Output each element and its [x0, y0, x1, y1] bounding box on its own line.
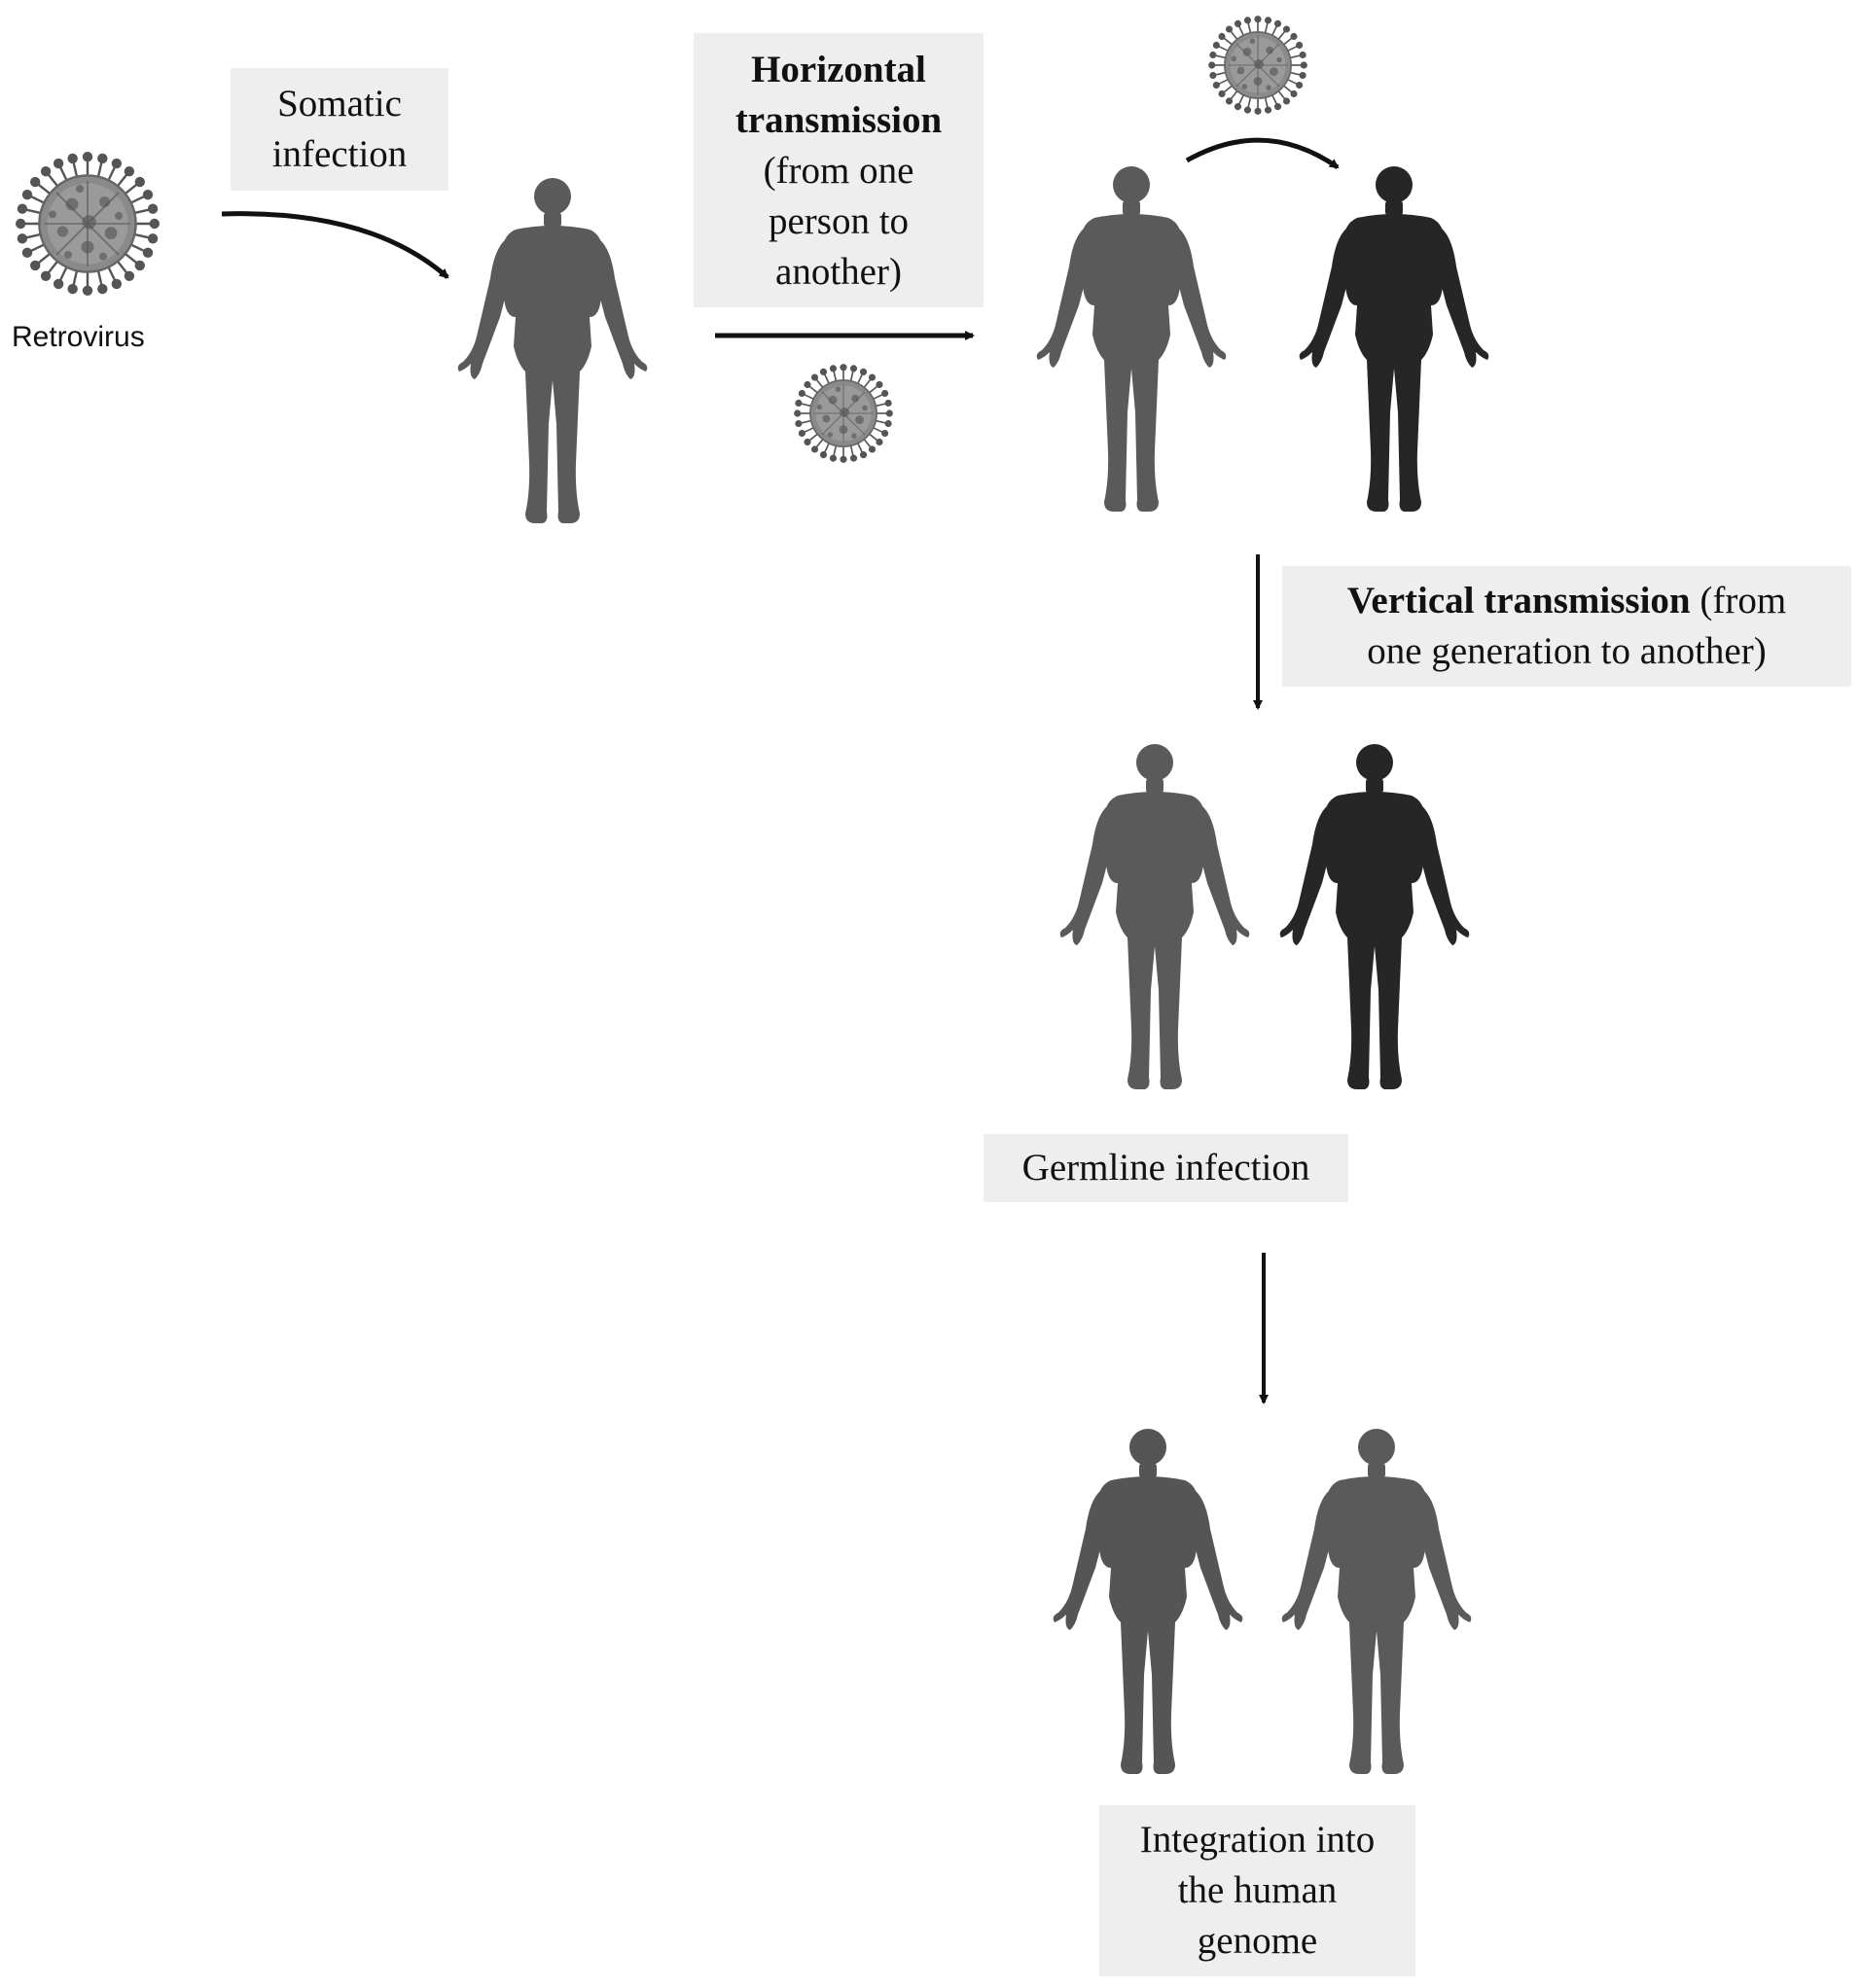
- horizontal-transmission-box: Horizontal transmission (from one person…: [694, 33, 984, 307]
- integration-line-1: Integration into: [1139, 1819, 1376, 1861]
- horizontal-line-5: another): [775, 251, 902, 293]
- airborne-virus-icon: [1208, 16, 1307, 115]
- germline-label: Germline infection: [1021, 1147, 1310, 1189]
- germline-person-1: [1059, 744, 1250, 1089]
- vertical-transmission-box: Vertical transmission (from one generati…: [1282, 566, 1851, 687]
- somatic-line-2: infection: [271, 133, 408, 175]
- transmitted-virus-icon: [794, 364, 893, 463]
- horizontal-line-2: transmission: [734, 99, 943, 141]
- horizontal-source-person: [1036, 166, 1227, 512]
- horizontal-line-1: Horizontal: [751, 49, 926, 90]
- integration-line-2: the human: [1177, 1869, 1338, 1911]
- somatic-infected-person: [457, 178, 648, 523]
- germline-person-2: [1279, 744, 1470, 1089]
- integrated-person-1: [1053, 1429, 1243, 1774]
- horizontal-line-3: (from one: [763, 150, 914, 192]
- integration-line-3: genome: [1197, 1920, 1318, 1962]
- somatic-infection-arrow: [221, 211, 449, 279]
- somatic-line-1: Somatic: [277, 83, 402, 124]
- integration-box: Integration into the human genome: [1099, 1805, 1415, 1976]
- germline-infection-box: Germline infection: [984, 1134, 1348, 1202]
- vertical-line-1: Vertical transmission (from: [1346, 580, 1787, 621]
- horizontal-line-4: person to: [768, 200, 910, 242]
- vertical-line-2: one generation to another): [1367, 630, 1767, 672]
- person-to-person-arrow: [1185, 137, 1340, 170]
- somatic-infection-box: Somatic infection: [231, 68, 448, 191]
- integrated-person-2: [1281, 1429, 1472, 1774]
- retrovirus-label: Retrovirus: [12, 321, 145, 353]
- horizontal-recipient-person: [1299, 166, 1489, 512]
- retrovirus-icon: [16, 151, 161, 297]
